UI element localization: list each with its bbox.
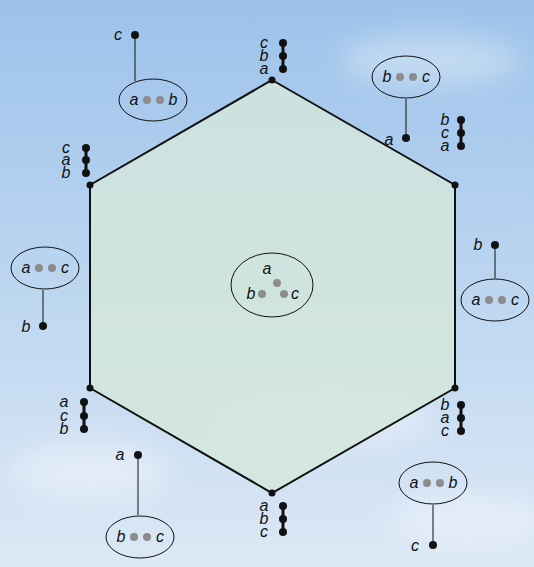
element-letter: a [116,447,125,463]
grey-dot [130,533,138,541]
stems [39,31,499,549]
ellipse-border [461,279,529,321]
state-ellipse: bc [105,515,175,559]
element-letter: a [385,132,394,148]
chains [80,39,465,536]
element-letter: a [263,261,272,277]
state-ellipse: ac [460,278,530,322]
grey-dot [156,96,164,104]
element-letter: c [291,286,299,302]
grey-dot [423,479,431,487]
ellipse-border [372,56,440,98]
state-ellipse: ab c [230,252,314,318]
grey-dot [143,533,151,541]
grey-dot [280,290,288,298]
element-letter: b [474,237,483,253]
element-letter: b [169,92,178,108]
element-letter: a [441,138,450,154]
element-letter: c [156,529,164,545]
grey-dot [498,296,506,304]
hexagon [90,80,455,493]
ellipse-border [11,247,79,289]
grey-dot [35,264,43,272]
element-letter: b [247,286,256,302]
element-letter: b [383,69,392,85]
element-letter: c [260,524,268,540]
ellipse-outline [398,461,468,505]
ellipse-outline [105,515,175,559]
grey-dot [436,479,444,487]
element-letter: c [511,292,519,308]
element-letter: a [260,61,269,77]
grey-dot [396,73,404,81]
element-letter: a [22,260,31,276]
ellipse-border [399,462,467,504]
ellipse-border [231,253,313,317]
element-letter: c [411,538,419,554]
element-letter: a [472,292,481,308]
element-letter: c [61,260,69,276]
state-ellipse: ab [398,461,468,505]
grey-dot [258,290,266,298]
element-letter: a [410,475,419,491]
ellipse-border [106,516,174,558]
element-letter: a [130,92,139,108]
element-letter: b [22,319,31,335]
grey-dot [48,264,56,272]
state-ellipse: bc [371,55,441,99]
element-letter: c [422,69,430,85]
ellipse-outline [460,278,530,322]
element-letter: b [60,421,69,437]
ellipse-border [119,79,187,121]
ellipse-outline [371,55,441,99]
grey-dot [143,96,151,104]
ellipse-outline [230,252,314,318]
element-letter: b [62,165,71,181]
element-letter: c [114,27,122,43]
grey-dot [409,73,417,81]
ellipse-outline [118,78,188,122]
state-ellipse: ab [118,78,188,122]
grey-dot [273,279,281,287]
grey-dot [485,296,493,304]
element-letter: b [449,475,458,491]
element-letter: c [441,423,449,439]
vertex-dots [87,77,459,497]
element-letter: b [117,529,126,545]
ellipse-outline [10,246,80,290]
state-ellipse: ac [10,246,80,290]
clouds [10,35,534,544]
